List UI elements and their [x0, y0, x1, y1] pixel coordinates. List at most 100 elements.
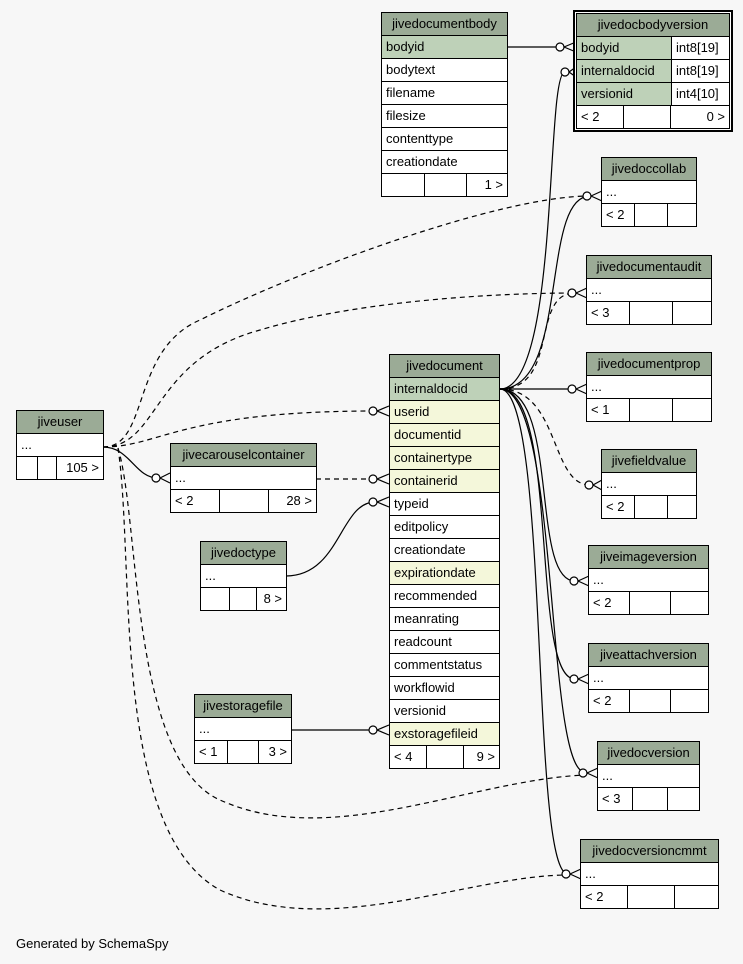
- footer-parents: [201, 588, 230, 610]
- column-ellipsis: ...: [201, 565, 286, 588]
- footer-columns: [220, 490, 269, 512]
- column-ellipsis: ...: [587, 376, 711, 399]
- table-footer: < 1: [587, 399, 711, 421]
- table-title: jivestoragefile: [195, 695, 291, 718]
- table-jivefieldvalue[interactable]: jivefieldvalue ... < 2: [601, 449, 697, 519]
- column-bodytext: bodytext: [382, 59, 507, 82]
- footer-parents[interactable]: < 2: [602, 496, 635, 518]
- footer-columns: [630, 592, 671, 614]
- table-title: jivedocversion: [598, 742, 699, 765]
- column-meanrating: meanrating: [390, 608, 499, 631]
- footer-parents[interactable]: < 3: [598, 788, 633, 810]
- footer-children[interactable]: 28 >: [286, 493, 312, 508]
- footer-children: [668, 788, 699, 810]
- table-footer: < 2: [581, 886, 718, 908]
- table-title: jivecarouselcontainer: [171, 444, 316, 467]
- footer-columns: [38, 457, 57, 479]
- footer-parents[interactable]: < 1: [195, 741, 228, 763]
- table-jivedocversion[interactable]: jivedocversion ... < 3: [597, 741, 700, 811]
- table-footer: < 2: [589, 690, 708, 712]
- footer-parents: [382, 174, 425, 196]
- footer-children: [675, 886, 718, 908]
- table-footer: < 2: [589, 592, 708, 614]
- table-jiveimageversion[interactable]: jiveimageversion ... < 2: [588, 545, 709, 615]
- generated-by-label: Generated by SchemaSpy: [16, 936, 169, 951]
- footer-children[interactable]: 9 >: [476, 749, 495, 764]
- footer-children[interactable]: 1 >: [484, 177, 503, 192]
- column-filename: filename: [382, 82, 507, 105]
- footer-children[interactable]: 105 >: [66, 460, 99, 475]
- table-jivedoctype[interactable]: jivedoctype ... 8 >: [200, 541, 287, 611]
- footer-children: [668, 204, 696, 226]
- column-expirationdate: expirationdate: [390, 562, 499, 585]
- table-title: jivedoctype: [201, 542, 286, 565]
- table-footer: < 2 28 >: [171, 490, 316, 512]
- table-jiveattachversion[interactable]: jiveattachversion ... < 2: [588, 643, 709, 713]
- footer-columns: [633, 788, 668, 810]
- column-ellipsis: ...: [17, 434, 103, 457]
- table-title: jiveuser: [17, 411, 103, 434]
- footer-children: [671, 592, 708, 614]
- table-jivedocumentprop[interactable]: jivedocumentprop ... < 1: [586, 352, 712, 422]
- column-exstoragefileid: exstoragefileid: [390, 723, 499, 746]
- table-jivecarouselcontainer[interactable]: jivecarouselcontainer ... < 2 28 >: [170, 443, 317, 513]
- footer-columns: [628, 886, 675, 908]
- table-footer: 1 >: [382, 174, 507, 196]
- column-type: int4[10]: [672, 83, 729, 105]
- footer-columns: [425, 174, 467, 196]
- footer-parents[interactable]: < 2: [581, 886, 628, 908]
- table-title: jivedocumentaudit: [587, 256, 711, 279]
- table-title: jivedocumentprop: [587, 353, 711, 376]
- table-footer: 105 >: [17, 457, 103, 479]
- footer-children: [673, 399, 711, 421]
- footer-parents[interactable]: < 2: [577, 106, 624, 128]
- column-creationdate: creationdate: [382, 151, 507, 174]
- column-bodyid: bodyid: [382, 36, 507, 59]
- column-internaldocid: internaldocid int8[19]: [577, 60, 729, 83]
- table-jivedocversioncmmt[interactable]: jivedocversioncmmt ... < 2: [580, 839, 719, 909]
- footer-parents[interactable]: < 2: [589, 592, 630, 614]
- table-jivedocument[interactable]: jivedocument internaldocid userid docume…: [389, 354, 500, 769]
- column-containertype: containertype: [390, 447, 499, 470]
- column-name: versionid: [577, 83, 672, 105]
- footer-parents[interactable]: < 2: [171, 490, 220, 512]
- footer-children[interactable]: 8 >: [263, 591, 282, 606]
- column-userid: userid: [390, 401, 499, 424]
- footer-parents[interactable]: < 1: [587, 399, 630, 421]
- table-jivedocbodyversion[interactable]: jivedocbodyversion bodyid int8[19] inter…: [573, 10, 733, 132]
- footer-parents[interactable]: < 2: [589, 690, 630, 712]
- column-readcount: readcount: [390, 631, 499, 654]
- footer-parents[interactable]: < 2: [602, 204, 635, 226]
- table-jivedocumentaudit[interactable]: jivedocumentaudit ... < 3: [586, 255, 712, 325]
- table-jivestoragefile[interactable]: jivestoragefile ... < 1 3 >: [194, 694, 292, 764]
- table-footer: < 1 3 >: [195, 741, 291, 763]
- column-ellipsis: ...: [589, 667, 708, 690]
- column-versionid: versionid int4[10]: [577, 83, 729, 106]
- column-containerid: containerid: [390, 470, 499, 493]
- table-title: jiveattachversion: [589, 644, 708, 667]
- table-title: jiveimageversion: [589, 546, 708, 569]
- table-jiveuser[interactable]: jiveuser ... 105 >: [16, 410, 104, 480]
- table-title: jivedocversioncmmt: [581, 840, 718, 863]
- table-jivedocumentbody[interactable]: jivedocumentbody bodyid bodytext filenam…: [381, 12, 508, 197]
- column-name: internaldocid: [577, 60, 672, 82]
- column-recommended: recommended: [390, 585, 499, 608]
- column-type: int8[19]: [672, 60, 729, 82]
- footer-children[interactable]: 3 >: [268, 744, 287, 759]
- table-jivedoccollab[interactable]: jivedoccollab ... < 2: [601, 157, 697, 227]
- table-title: jivedocbodyversion: [577, 14, 729, 37]
- table-title: jivedoccollab: [602, 158, 696, 181]
- footer-children: [671, 690, 708, 712]
- column-ellipsis: ...: [602, 181, 696, 204]
- table-title: jivefieldvalue: [602, 450, 696, 473]
- column-name: bodyid: [577, 37, 672, 59]
- column-ellipsis: ...: [195, 718, 291, 741]
- footer-parents[interactable]: < 3: [587, 302, 630, 324]
- footer-parents[interactable]: < 4: [390, 746, 427, 768]
- footer-columns: [630, 399, 673, 421]
- table-footer: < 2 0 >: [577, 106, 729, 128]
- table-title: jivedocument: [390, 355, 499, 378]
- footer-columns: [630, 690, 671, 712]
- column-creationdate: creationdate: [390, 539, 499, 562]
- column-workflowid: workflowid: [390, 677, 499, 700]
